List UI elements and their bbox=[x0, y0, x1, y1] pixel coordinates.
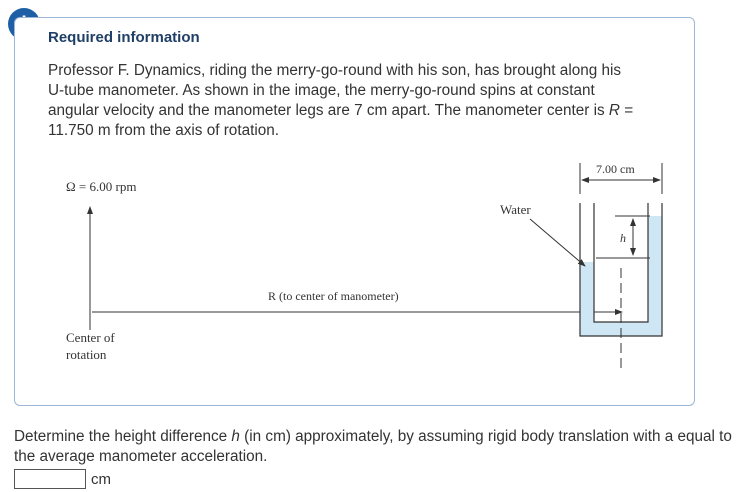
problem-statement: Professor F. Dynamics, riding the merry-… bbox=[48, 61, 638, 141]
problem-text-part2: = 11.750 m from the axis of rotation. bbox=[48, 102, 634, 139]
omega-label: Ω = 6.00 rpm bbox=[66, 179, 136, 194]
question-text-variable: h bbox=[231, 428, 240, 445]
center-of-rotation-label-line1: Center of bbox=[66, 330, 115, 345]
width-label: 7.00 cm bbox=[596, 162, 635, 176]
card-title: Required information bbox=[48, 29, 200, 46]
water-label: Water bbox=[500, 202, 531, 217]
water-left-leg bbox=[580, 262, 594, 334]
problem-text-variable: R bbox=[608, 102, 620, 119]
answer-row: cm bbox=[14, 468, 111, 490]
required-info-card bbox=[14, 17, 695, 406]
water-right-leg bbox=[648, 216, 662, 334]
problem-text-part1: Professor F. Dynamics, riding the merry-… bbox=[48, 62, 622, 119]
question-text-part2: (in cm) approximately, by assuming rigid… bbox=[14, 428, 732, 465]
question-text: Determine the height difference h (in cm… bbox=[14, 427, 736, 467]
answer-input[interactable] bbox=[14, 469, 86, 489]
h-label: h bbox=[620, 231, 626, 245]
question-text-part1: Determine the height difference bbox=[14, 428, 232, 445]
water-pointer-arrow bbox=[529, 218, 586, 267]
radius-label: R (to center of manometer) bbox=[268, 289, 399, 303]
answer-unit-label: cm bbox=[91, 470, 111, 488]
center-of-rotation-label-line2: rotation bbox=[66, 347, 107, 362]
